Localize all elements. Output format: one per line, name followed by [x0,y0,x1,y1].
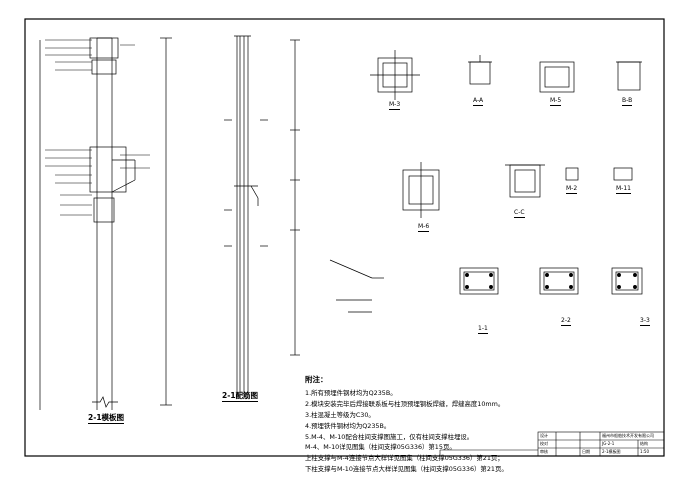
note-line: 下柱支撑与M-10连接节点大样详见图集（柱间支撑05G336）第21页。 [305,465,508,474]
label-aa: A-A [473,97,484,106]
section-11 [459,267,499,295]
tb-date: 日期 [582,449,590,454]
drawing-border [24,18,665,457]
tb-scale: 1:50 [640,449,649,454]
label-11: 1-1 [478,325,488,334]
note-line: 3.柱混凝土等级为C30。 [305,410,375,419]
section-33 [611,267,643,295]
column-leaders [45,39,150,216]
notes-block: 附注： 1.所有预埋件钢材均为Q235B。 2.模块安装完毕后焊接联系板与柱顶预… [305,375,570,475]
note-line: 4.预埋铁件钢材均为Q235B。 [305,421,391,430]
label-33: 3-3 [640,317,650,326]
label-cc: C-C [514,209,525,218]
tb-project: 福州市船舶技术开发有限公司 [602,433,654,438]
label-m3: M-3 [389,101,401,110]
reinforcement-elevation [224,35,384,398]
view-title-elevation: 2-1模板图 [88,413,125,424]
tb-drawing-no: JG-2-1 [602,441,615,446]
label-m6: M-6 [418,223,430,232]
note-line: M-4、M-10详见图集（柱间支撑05G336）第15页。 [305,443,456,452]
tb-check: 校对 [540,441,548,446]
detail-m2 [565,167,579,181]
detail-m6 [402,162,440,218]
title-block-grid [537,431,665,457]
label-22: 2-2 [561,317,571,326]
label-bb: B-B [622,97,633,106]
note-line: 上柱支撑与M-4连接节点大样详见图集（柱间支撑05G336）第21页； [305,454,504,463]
label-m5: M-5 [550,97,562,106]
detail-bb [616,61,642,91]
tb-sheet-label: 结构 [640,441,648,446]
detail-m11 [613,167,633,181]
view-title-reinforcement: 2-1配筋图 [222,391,259,402]
section-22 [539,267,579,295]
column-elevation [39,37,172,410]
label-m2: M-2 [566,185,578,194]
note-line: 1.所有预埋件钢材均为Q235B。 [305,388,397,397]
note-line: 2.模块安装完毕后焊接联系板与柱顶预埋钢板焊缝，焊缝高度10mm。 [305,399,505,408]
tb-drawing-name: 2-1模板图 [602,449,621,454]
tb-design: 设计 [540,433,548,438]
detail-aa [468,55,492,85]
title-block: 设计 校对 审核 日期 福州市船舶技术开发有限公司 JG-2-1 2-1模板图 … [538,432,664,456]
detail-cc [505,164,545,198]
detail-m5 [539,61,575,93]
detail-m3 [370,50,420,100]
label-m11: M-11 [616,185,631,194]
tb-approve: 审核 [540,449,548,454]
note-line: 5.M-4、M-10配合柱间支撑图施工，仅有柱间支撑柱埋设。 [305,432,474,441]
notes-title: 附注： [305,375,328,384]
